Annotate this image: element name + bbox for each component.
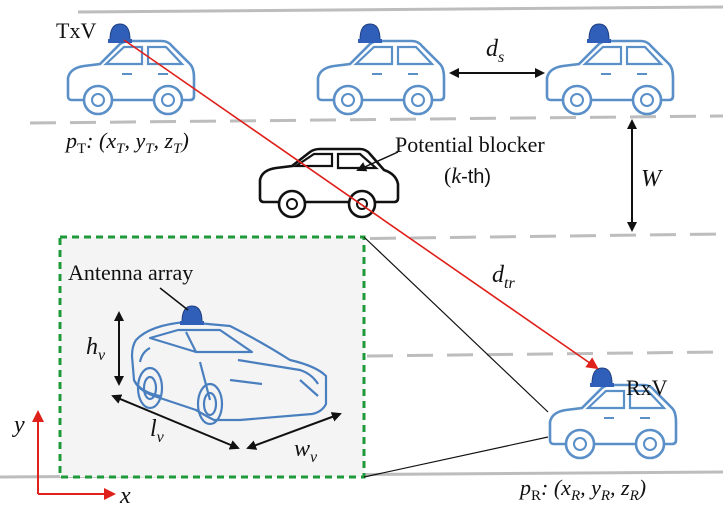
lv-arrow	[111, 394, 240, 450]
axis-y-label: y	[12, 412, 25, 438]
w-label: W	[641, 166, 663, 192]
vehicle-top-middle	[316, 23, 446, 116]
signal-path	[123, 39, 599, 370]
lane-line-dashed-3	[366, 350, 723, 358]
ds-label: ds	[486, 36, 504, 66]
beacon-icon	[357, 23, 383, 44]
blocker-pointer-arrow	[356, 151, 399, 172]
beacon-icon	[586, 23, 612, 44]
tx-position-label: pT: (xT, yT, zT)	[64, 128, 189, 157]
rxv-label: RxV	[626, 375, 668, 400]
zoom-line-top	[363, 236, 549, 413]
txv-label: TxV	[56, 18, 96, 43]
lane-line-dashed-1	[29, 114, 723, 125]
zoom-line-bottom	[363, 436, 549, 478]
blocker-label-line2: (k-th)	[444, 163, 491, 188]
lv-label: lv	[150, 416, 165, 446]
wv-arrow	[246, 412, 342, 450]
coordinate-axes	[32, 410, 116, 500]
tx-beacon-icon	[107, 23, 133, 44]
axis-x-label: x	[119, 483, 131, 509]
rx-position-label: pR: (xR, yR, zR)	[518, 475, 646, 504]
dtr-label: dtr	[492, 262, 515, 292]
antenna-label: Antenna array	[68, 260, 193, 285]
rx-beacon-icon	[589, 367, 615, 388]
antenna-pointer	[159, 287, 189, 311]
vehicle-top-right	[545, 23, 675, 116]
lane-line-top	[77, 5, 723, 14]
blocker-label-line1: Potential blocker	[395, 132, 545, 157]
wv-label: wv	[294, 436, 318, 466]
hv-label: hv	[86, 334, 106, 364]
